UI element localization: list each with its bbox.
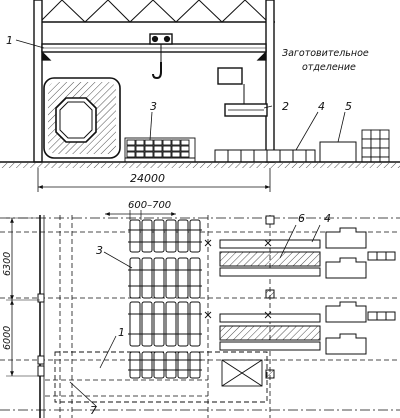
label-3-bottom: 3 — [96, 244, 103, 257]
sleeper-group-row4 — [128, 351, 202, 379]
elevation-view — [0, 0, 400, 192]
plan-view — [0, 210, 400, 418]
sleeper-groups-plan — [128, 219, 202, 379]
annotation-line2: отделение — [302, 62, 356, 73]
column-right — [265, 0, 275, 163]
sleeper-stack-elevation — [124, 137, 196, 163]
label-2: 2 — [282, 100, 289, 113]
dimension-span: 24000 — [130, 172, 165, 185]
sleeper-group-row3 — [128, 301, 202, 347]
column-left — [33, 0, 43, 163]
casting-stands-plan — [219, 227, 396, 355]
product-stack-right — [361, 129, 390, 163]
roof-truss — [38, 0, 275, 23]
label-7: 7 — [90, 404, 97, 417]
annotation-line1: Заготовительное — [282, 48, 369, 59]
hoist-spreader — [217, 67, 268, 117]
label-4-top: 4 — [318, 100, 325, 113]
label-3-top: 3 — [150, 100, 157, 113]
label-4-bottom: 4 — [324, 212, 331, 225]
crane-hook-icon — [152, 62, 162, 80]
dimension-pitch: 600–700 — [128, 200, 171, 211]
sleeper-group-row2 — [128, 257, 202, 299]
labels: 1 3 2 4 5 Заготовительное отделение 2400… — [2, 34, 369, 417]
steam-chamber — [43, 77, 121, 159]
forms-row — [214, 141, 357, 163]
dimension-bay-lower: 6000 — [2, 326, 13, 350]
label-1-bottom: 1 — [118, 326, 125, 339]
label-5: 5 — [345, 100, 352, 113]
crane-trolley — [149, 33, 173, 80]
dimension-bay-upper: 6300 — [2, 252, 13, 276]
label-1-top: 1 — [6, 34, 13, 47]
sleeper-group-row1 — [128, 219, 202, 253]
label-6: 6 — [298, 212, 305, 225]
